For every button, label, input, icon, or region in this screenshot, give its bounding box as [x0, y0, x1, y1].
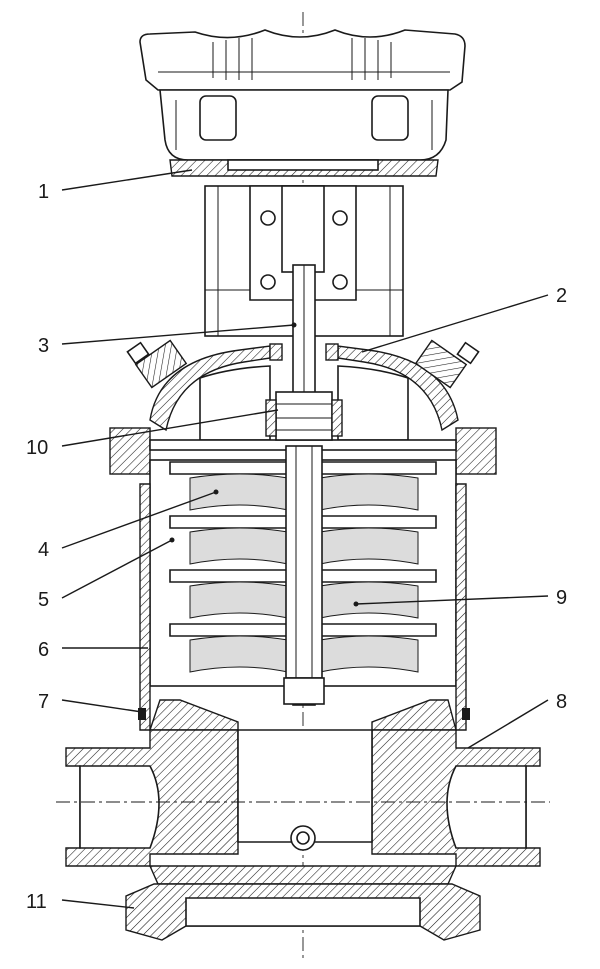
leader-4 — [61, 491, 217, 549]
leader-7 — [61, 699, 143, 713]
callout-4: 4 — [38, 539, 49, 561]
impeller-stack — [149, 445, 457, 705]
motor-head — [139, 29, 466, 161]
motor-flange-part-1 — [169, 159, 439, 177]
leader-2 — [361, 294, 549, 353]
callout-3: 3 — [38, 335, 49, 357]
callout-10: 10 — [26, 437, 48, 459]
air-vent-screw-right — [414, 339, 480, 389]
callout-2: 2 — [556, 285, 567, 307]
callout-7: 7 — [38, 691, 49, 713]
air-vent-screw-left — [126, 339, 188, 389]
callout-9: 9 — [556, 587, 567, 609]
pump-head — [109, 339, 497, 475]
o-rings — [138, 708, 470, 720]
callout-8: 8 — [556, 691, 567, 713]
leader-11 — [61, 899, 135, 909]
leader-lines — [61, 169, 549, 909]
callout-6: 6 — [38, 639, 49, 661]
leader-8 — [467, 699, 549, 749]
chamber-stage-4 — [169, 623, 437, 673]
callout-11: 11 — [26, 891, 47, 913]
leader-1 — [61, 169, 193, 191]
base-housing — [56, 699, 550, 941]
leader-9 — [355, 595, 549, 605]
leader-10 — [61, 409, 279, 447]
leader-5 — [61, 539, 173, 599]
leader-3 — [61, 324, 295, 345]
callout-labels: 1 2 3 10 4 5 9 6 7 8 11 — [26, 181, 567, 913]
callout-5: 5 — [38, 589, 49, 611]
callout-1: 1 — [38, 181, 49, 203]
shaft-seal — [265, 343, 343, 441]
